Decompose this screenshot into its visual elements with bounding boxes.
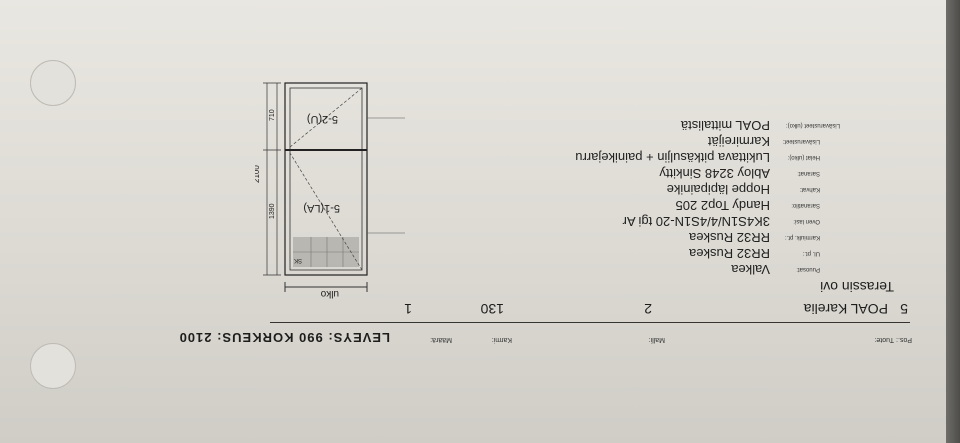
spec-value: RR32 Ruskea	[689, 230, 770, 245]
dimension-total: 2100	[255, 165, 261, 183]
dimension-top: 1390	[269, 203, 276, 219]
door-elevation-drawing: ulko 5-1(LA) 5-2(U) SK	[255, 82, 405, 299]
spec-label: Lisävarusteet:	[782, 138, 820, 144]
header-rule	[270, 322, 910, 323]
spec-label: Puuosat:	[796, 266, 820, 272]
model-value: 2	[644, 301, 652, 317]
door-frame	[284, 82, 368, 276]
dimensions-heading: LEVEYS: 990 KORKEUS: 2100	[178, 330, 390, 345]
spec-value: Lukittava pitkäsuljin + painikejarru	[575, 150, 770, 165]
pos-label: Pos.:	[896, 336, 912, 343]
binder-hole	[30, 60, 76, 106]
panel-top-label: 5-1(LA)	[303, 202, 340, 214]
corner-mark: SK	[294, 257, 302, 263]
door-sash	[289, 87, 363, 271]
panel-bottom-label: 5-2(U)	[307, 113, 338, 125]
opening-diagonal	[289, 152, 363, 271]
binder-hole	[30, 343, 76, 389]
spec-label: Helat (ulko):	[787, 154, 820, 160]
product-label: Tuote:	[874, 336, 894, 343]
spec-label: Oven lasi:	[793, 218, 820, 224]
position-value: 5	[900, 301, 908, 317]
opening-diagonal	[289, 87, 363, 148]
quantity-label: Määrä:	[430, 336, 452, 343]
spec-label: Saranat:	[797, 170, 820, 176]
table-edge	[946, 0, 960, 443]
spec-value: Abloy 3248 Sinkitty	[659, 166, 770, 181]
frame-label: Karmi:	[491, 336, 512, 343]
spec-value: Valkea	[731, 262, 770, 277]
frame-value: 130	[480, 301, 504, 317]
model-label: Malli:	[648, 336, 665, 343]
spec-label: Kahvat:	[799, 186, 820, 192]
spec-label: Lisävarusteet (ulko):	[785, 122, 840, 128]
spec-label: Saranatilo:	[791, 202, 820, 208]
spec-value: Handy Top2 205	[675, 198, 770, 213]
spec-value: RR32 Ruskea	[689, 246, 770, 261]
spec-value: 3K4S1N/4/4S1N-20 tgi Ar	[622, 214, 770, 229]
spec-label: Ul. pt.:	[802, 250, 820, 256]
spec-label: Karmiulk. pt.:	[784, 234, 820, 240]
spec-value: POAL mittalistä	[680, 118, 770, 133]
spec-value: Karmireijät	[707, 134, 770, 149]
dimension-bottom: 710	[269, 109, 276, 121]
spec-value: Hoppe läpipainike	[666, 182, 770, 197]
quantity-value: 1	[404, 301, 412, 317]
product-value: POAL Karelia	[803, 301, 888, 317]
side-label: ulko	[320, 288, 339, 299]
item-title: Terassin ovi	[820, 279, 894, 295]
